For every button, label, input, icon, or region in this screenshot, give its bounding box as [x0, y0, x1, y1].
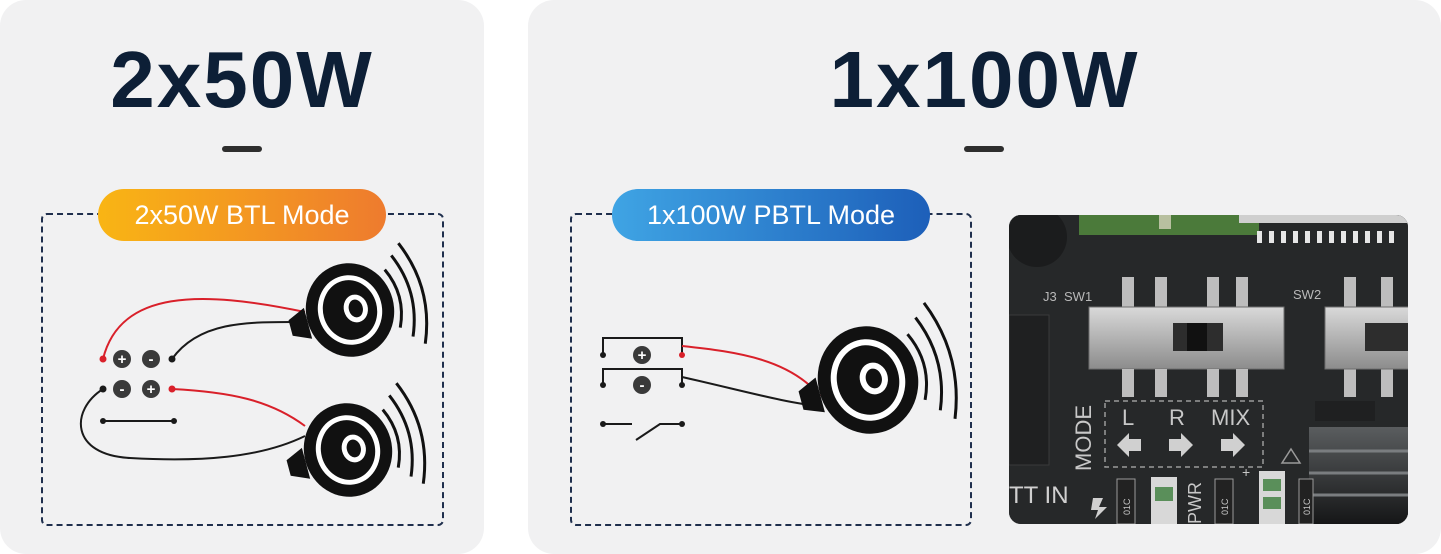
title-separator [222, 146, 262, 152]
svg-text:-: - [149, 351, 154, 368]
svg-text:+: + [118, 351, 127, 368]
plus-terminal-icon [113, 350, 131, 368]
plus-terminal-icon [142, 380, 160, 398]
amplifier-board-illustration: J3 SW1 SW2 MODE L R MIX [1009, 215, 1408, 524]
plus-terminal-icon [633, 346, 651, 364]
arrow-left-icon [1117, 433, 1141, 457]
label-plus: + [1242, 464, 1250, 480]
label-l: L [1122, 405, 1134, 430]
arrow-right-icon [1221, 433, 1245, 457]
label-cap3: 01C [1302, 498, 1312, 515]
label-cap2: 01C [1220, 498, 1230, 515]
panel-title-1x100w: 1x100W [829, 35, 1140, 124]
panel-title-2x50w: 2x50W [110, 35, 374, 124]
svg-text:-: - [120, 381, 125, 398]
label-r: R [1169, 405, 1185, 430]
amplifier-board-photo: J3 SW1 SW2 MODE L R MIX [1009, 215, 1408, 524]
arrow-right-icon [1169, 433, 1193, 457]
btl-wiring-diagram: + - - + [80, 238, 438, 518]
label-mode: MODE [1071, 405, 1096, 471]
label-sw1: SW1 [1064, 289, 1092, 304]
pbtl-mode-badge: 1x100W PBTL Mode [612, 189, 930, 241]
svg-text:+: + [147, 381, 156, 398]
power-led-icon [1091, 498, 1107, 519]
minus-terminal-icon [633, 376, 651, 394]
label-pwr: PWR [1185, 482, 1205, 524]
svg-text:+: + [638, 347, 647, 364]
label-mix: MIX [1211, 405, 1250, 430]
minus-terminal-icon [142, 350, 160, 368]
warning-icon [1280, 447, 1302, 464]
svg-text:-: - [640, 377, 645, 394]
speaker-icon [783, 298, 969, 458]
btl-mode-badge: 2x50W BTL Mode [98, 189, 386, 241]
label-j3: J3 [1043, 289, 1057, 304]
title-separator [964, 146, 1004, 152]
minus-terminal-icon [113, 380, 131, 398]
label-cap1: 01C [1122, 498, 1132, 515]
label-tt-in: TT IN [1009, 482, 1069, 509]
switch-symbol-icon [635, 423, 682, 441]
label-sw2: SW2 [1293, 287, 1321, 302]
